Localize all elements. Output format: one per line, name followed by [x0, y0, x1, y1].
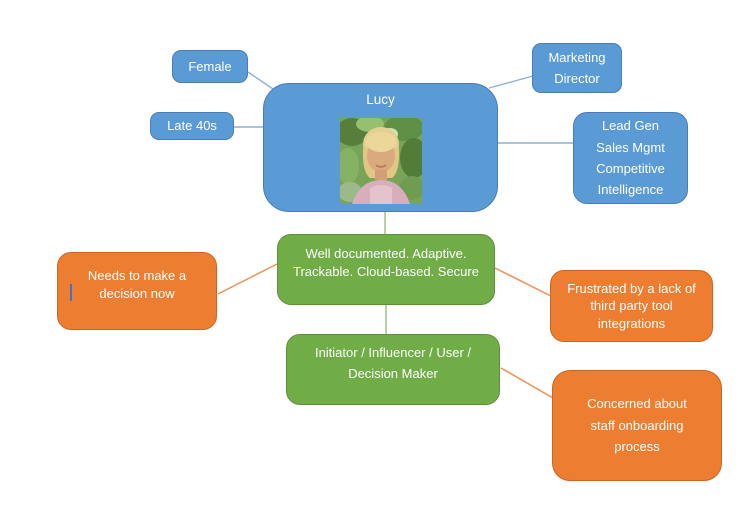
node-criteria-label: Well documented. Adaptive. Trackable. Cl…: [293, 246, 479, 279]
connector-role-center: [488, 75, 534, 89]
node-needs-label: Needs to make a decision now: [87, 267, 187, 301]
node-age[interactable]: Late 40s: [150, 112, 234, 140]
node-female-label: Female: [188, 58, 232, 74]
persona-photo: [335, 115, 428, 204]
node-persona-center[interactable]: Lucy: [263, 83, 498, 212]
node-female[interactable]: Female: [172, 50, 248, 83]
connector-female-center: [247, 71, 274, 90]
text-cursor: [70, 284, 72, 301]
node-skills-label: Lead Gen Sales Mgmt Competitive Intellig…: [596, 118, 665, 198]
node-roles-label: Initiator / Influencer / User / Decision…: [314, 344, 472, 381]
node-concern-label: Concerned about staff onboarding process: [587, 396, 687, 455]
node-skills[interactable]: Lead Gen Sales Mgmt Competitive Intellig…: [573, 112, 688, 204]
node-age-label: Late 40s: [167, 118, 217, 134]
connector-criteria-needs: [217, 263, 278, 295]
connector-roles-concern: [500, 367, 554, 399]
node-concern[interactable]: Concerned about staff onboarding process: [552, 370, 722, 481]
connector-criteria-frustration: [494, 267, 552, 297]
node-frustration[interactable]: Frustrated by a lack of third party tool…: [550, 270, 713, 342]
node-frustration-label: Frustrated by a lack of third party tool…: [567, 280, 696, 331]
node-role[interactable]: Marketing Director: [532, 43, 622, 93]
node-roles[interactable]: Initiator / Influencer / User / Decision…: [286, 334, 500, 405]
node-needs[interactable]: Needs to make a decision now: [57, 252, 217, 330]
node-criteria[interactable]: Well documented. Adaptive. Trackable. Cl…: [277, 234, 495, 305]
node-role-label: Marketing Director: [548, 49, 606, 86]
persona-name: Lucy: [366, 92, 395, 107]
